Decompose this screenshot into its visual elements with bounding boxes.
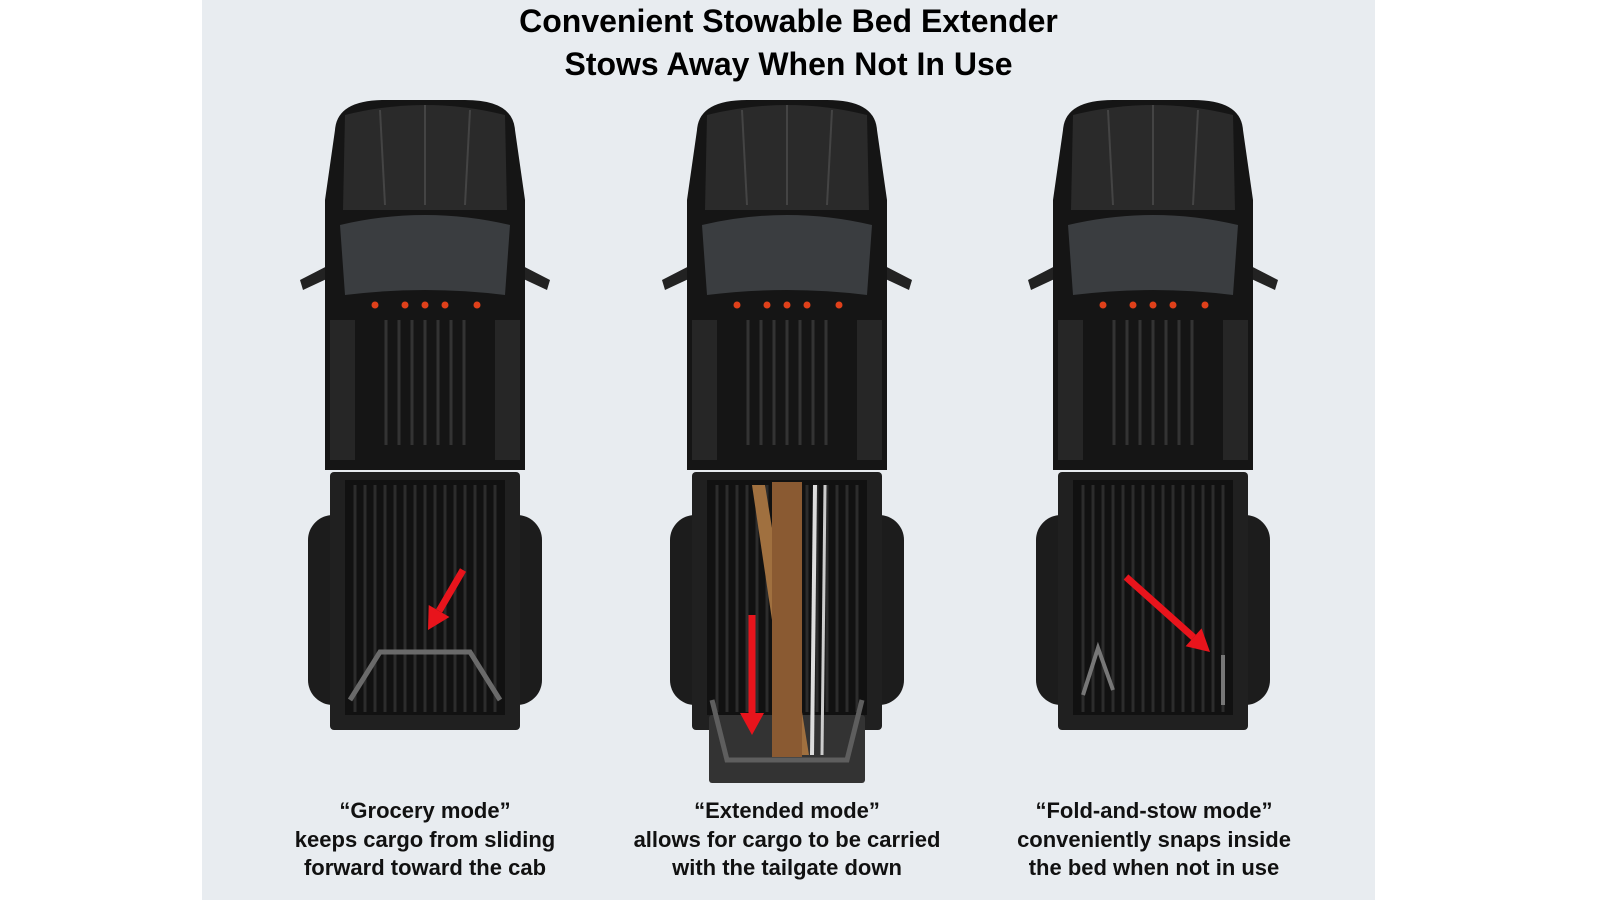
- caption-text: forward toward the cab: [303, 855, 547, 880]
- truck-extended: [662, 100, 912, 783]
- marker-light: [1149, 301, 1157, 309]
- caption-text: with the tailgate down: [672, 855, 902, 880]
- marker-light: [421, 301, 429, 309]
- bed-extender: [709, 699, 865, 763]
- caption-title: “Grocery mode”: [339, 798, 511, 823]
- bed-extender: [347, 649, 503, 702]
- caption-text: keeps cargo from sliding: [294, 826, 556, 852]
- marker-light: [401, 301, 409, 309]
- marker-light: [733, 301, 741, 309]
- marker-light: [763, 301, 771, 309]
- marker-light: [803, 301, 811, 309]
- red-arrow-icon: [740, 615, 764, 735]
- title-line-1: Convenient Stowable Bed Extender: [519, 3, 1058, 39]
- lumber: [772, 482, 802, 757]
- caption-fold-and-stow-mode: “Fold-and-stow mode” conveniently snaps …: [964, 797, 1344, 883]
- marker-light: [473, 301, 481, 309]
- marker-light: [371, 301, 379, 309]
- marker-light: [783, 301, 791, 309]
- caption-extended-mode: “Extended mode” allows for cargo to be c…: [597, 797, 977, 883]
- marker-light: [1129, 301, 1137, 309]
- pipe: [810, 484, 817, 756]
- marker-light: [1169, 301, 1177, 309]
- red-arrow-icon: [1123, 574, 1210, 652]
- marker-light: [1201, 301, 1209, 309]
- bed-extender-folded: [1081, 641, 1115, 696]
- marker-light: [1099, 301, 1107, 309]
- caption-title: “Extended mode”: [694, 798, 880, 823]
- truck-grocery: [300, 100, 550, 730]
- title-line-2: Stows Away When Not In Use: [564, 46, 1013, 82]
- caption-text: allows for cargo to be carried: [633, 826, 941, 852]
- windshield: [1068, 215, 1238, 295]
- pipe: [820, 484, 827, 756]
- caption-text: conveniently snaps inside: [1017, 826, 1291, 852]
- page-title: Convenient Stowable Bed Extender Stows A…: [202, 0, 1375, 86]
- caption-text: the bed when not in use: [1028, 855, 1280, 880]
- truck-stow: [1028, 100, 1278, 730]
- red-arrow-icon: [428, 568, 467, 630]
- marker-light: [835, 301, 843, 309]
- windshield: [702, 215, 872, 295]
- marker-light: [441, 301, 449, 309]
- windshield: [340, 215, 510, 295]
- caption-title: “Fold-and-stow mode”: [1035, 798, 1273, 823]
- caption-grocery-mode: “Grocery mode” keeps cargo from sliding …: [235, 797, 615, 883]
